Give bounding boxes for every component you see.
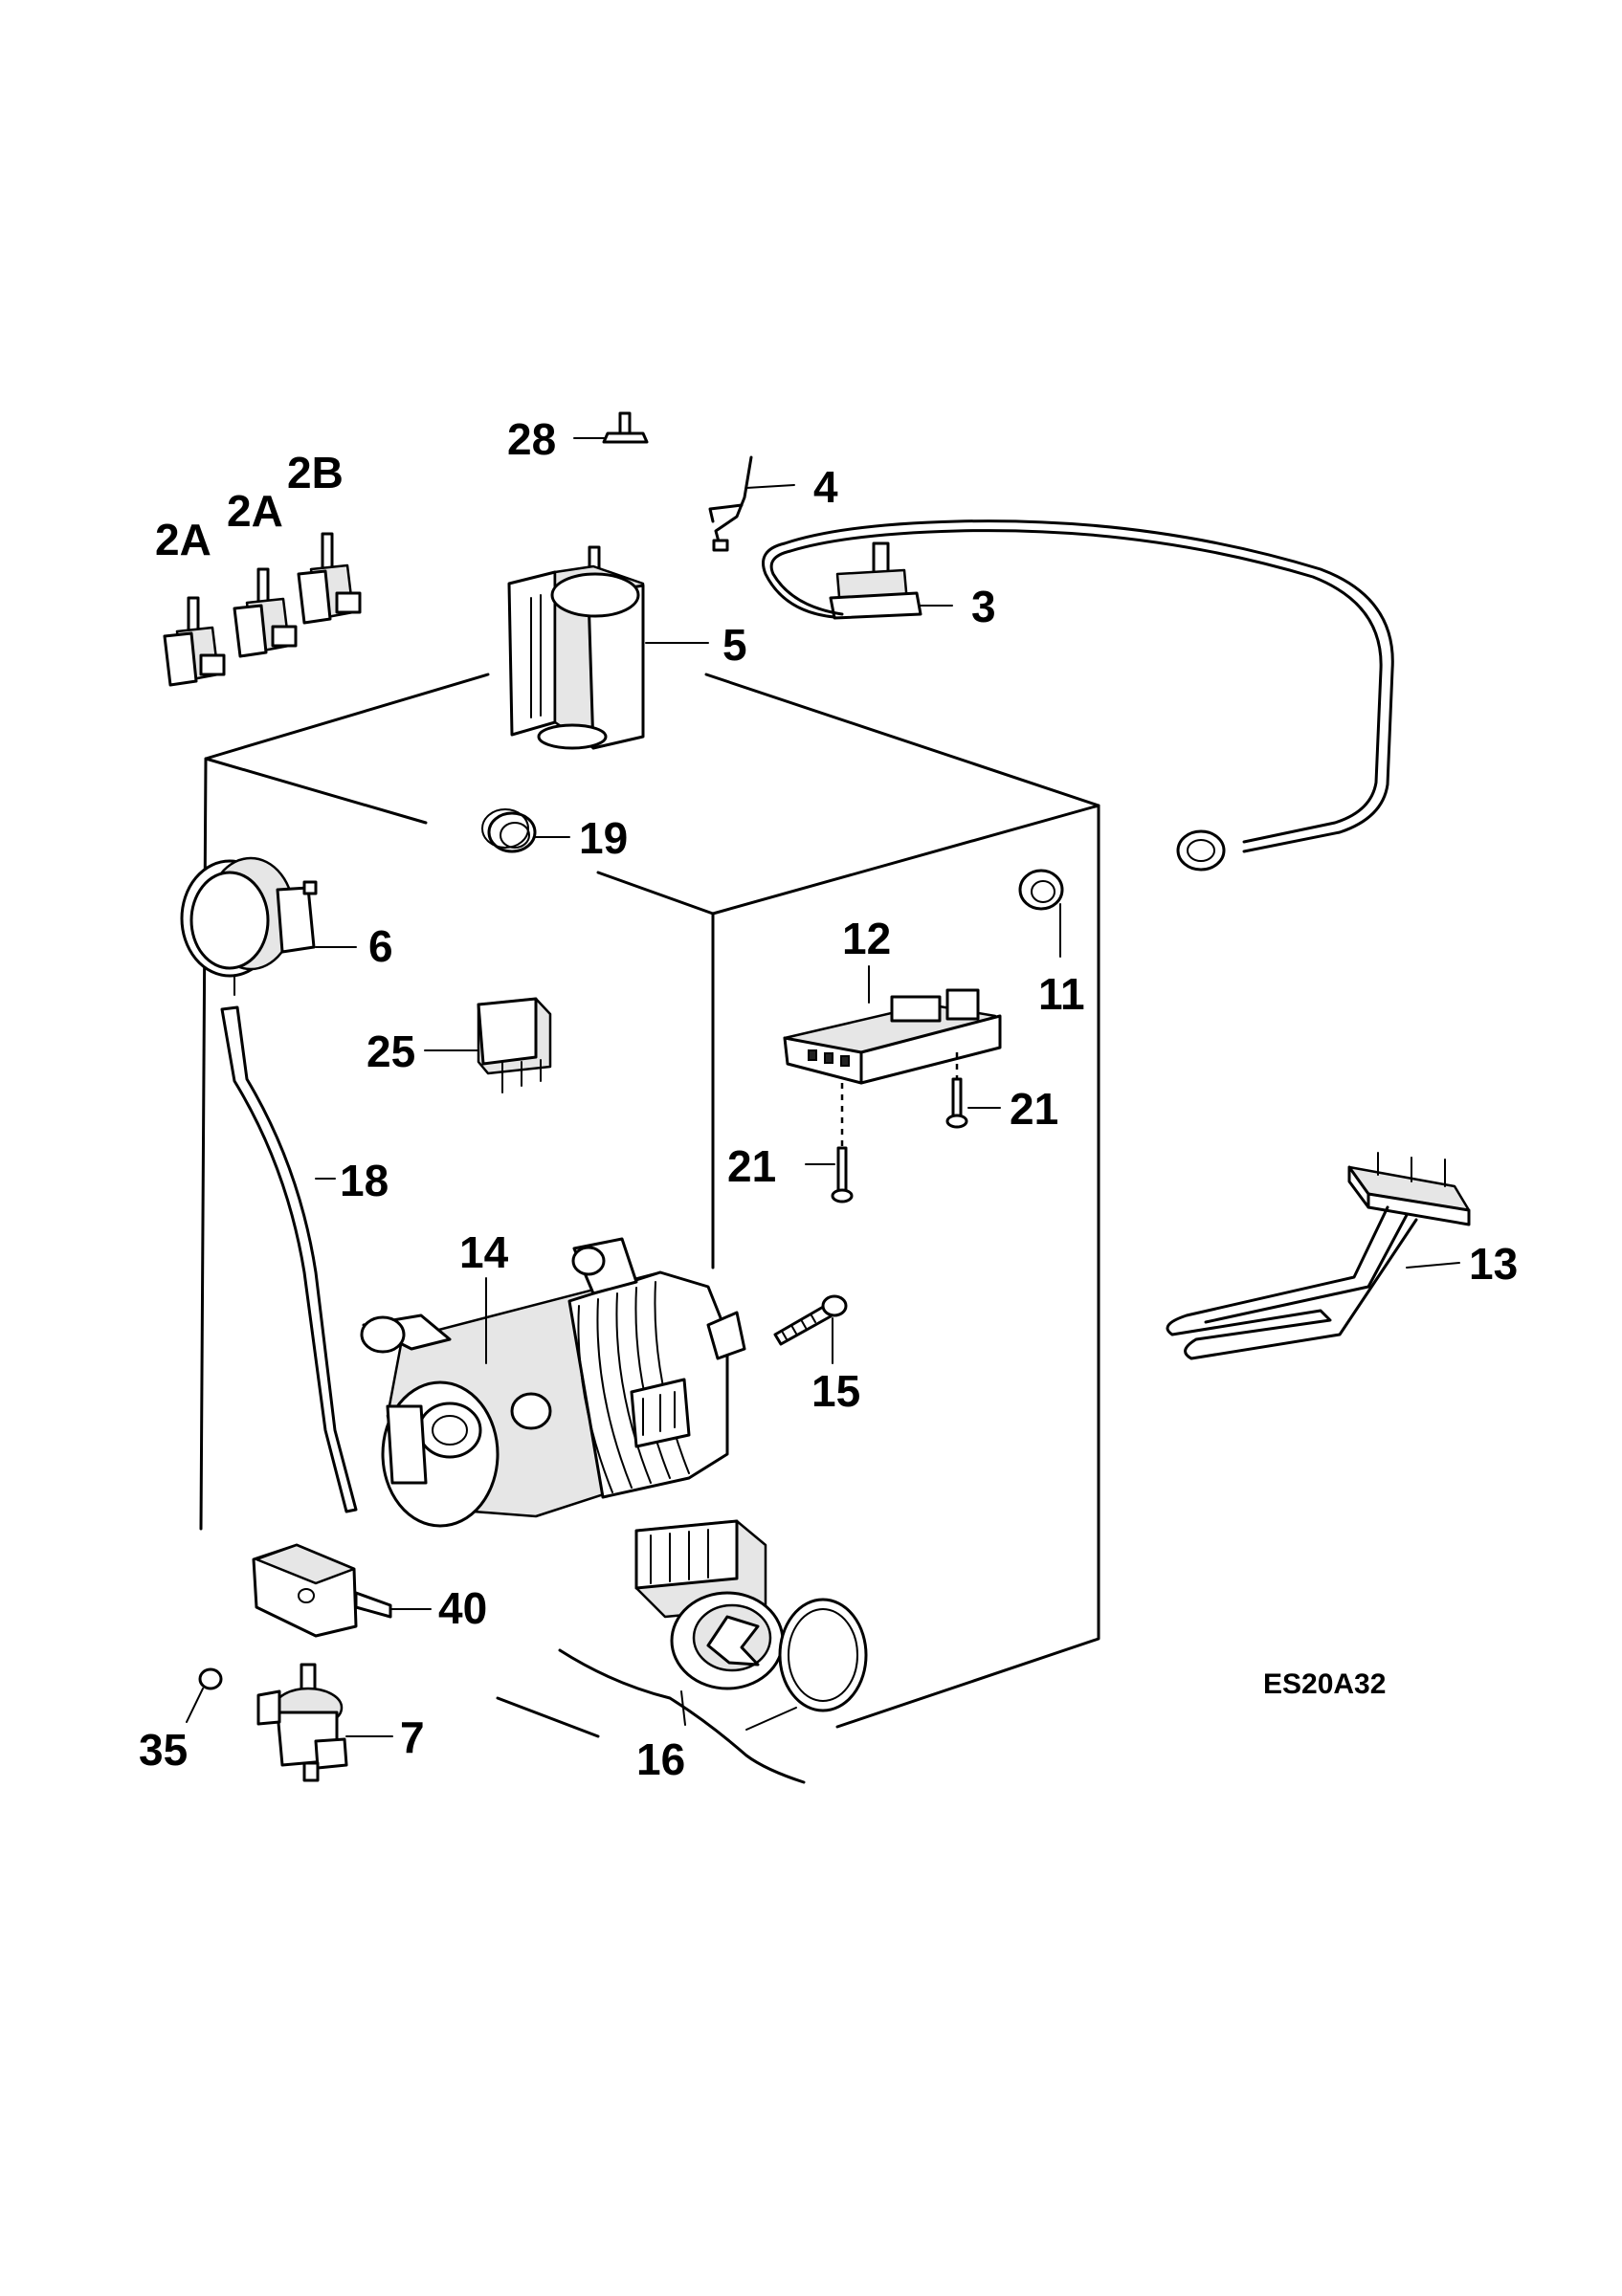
callout-16: 16	[636, 1734, 685, 1784]
callout-5: 5	[722, 620, 747, 670]
part-12-door-interlock	[783, 965, 1002, 1148]
callout-3: 3	[971, 582, 996, 631]
callout-11: 11	[1038, 969, 1085, 1019]
diagram-code: ES20A32	[1263, 1668, 1386, 1700]
part-14-motor	[360, 1237, 746, 1528]
part-28-knob	[573, 411, 649, 444]
part-25-suppressor	[424, 997, 552, 1093]
part-13-heating-element	[1166, 1152, 1471, 1360]
callout-35: 35	[139, 1725, 188, 1775]
part-21-screw-1	[945, 1077, 1001, 1129]
part-19-grommet	[481, 808, 570, 853]
part-35-clip	[186, 1667, 223, 1723]
callout-6: 6	[368, 921, 393, 971]
callout-19: 19	[579, 813, 628, 863]
callout-2b: 2B	[287, 448, 344, 497]
callout-2a-1: 2A	[155, 515, 211, 564]
part-18-hose	[220, 1005, 358, 1513]
callout-14: 14	[459, 1227, 509, 1277]
callout-28: 28	[507, 414, 556, 464]
part-7-valve	[256, 1663, 393, 1782]
callout-21-1: 21	[1010, 1084, 1058, 1134]
callout-12: 12	[842, 914, 891, 963]
part-5-timer	[507, 545, 709, 750]
part-11-grommet	[1018, 869, 1064, 958]
callout-labels: 28 4 2B 2A 2A 3 5 19 6 12 11 25 21 21 18…	[139, 414, 1518, 1784]
part-2a-switch-2	[233, 567, 298, 658]
part-2a-switch-1	[163, 596, 226, 687]
callout-15: 15	[811, 1366, 860, 1416]
callout-21-2: 21	[727, 1141, 776, 1191]
part-2b-switch	[297, 532, 362, 625]
callout-18: 18	[340, 1156, 389, 1205]
callout-40: 40	[438, 1583, 487, 1633]
callout-2a-2: 2A	[227, 486, 283, 536]
part-6-pressure-switch	[180, 856, 357, 996]
callout-13: 13	[1469, 1239, 1518, 1289]
cabinet-outline	[199, 673, 1100, 1784]
part-4-sensor	[708, 455, 795, 552]
part-21-screw-2	[805, 1146, 854, 1203]
callout-25: 25	[367, 1027, 415, 1076]
part-16-pump	[634, 1519, 868, 1731]
part-40-bracket	[252, 1543, 432, 1638]
part-15-bolt	[773, 1294, 848, 1364]
callout-4: 4	[813, 462, 838, 512]
callout-7: 7	[400, 1712, 425, 1762]
part-3-thermostat	[762, 519, 1394, 872]
